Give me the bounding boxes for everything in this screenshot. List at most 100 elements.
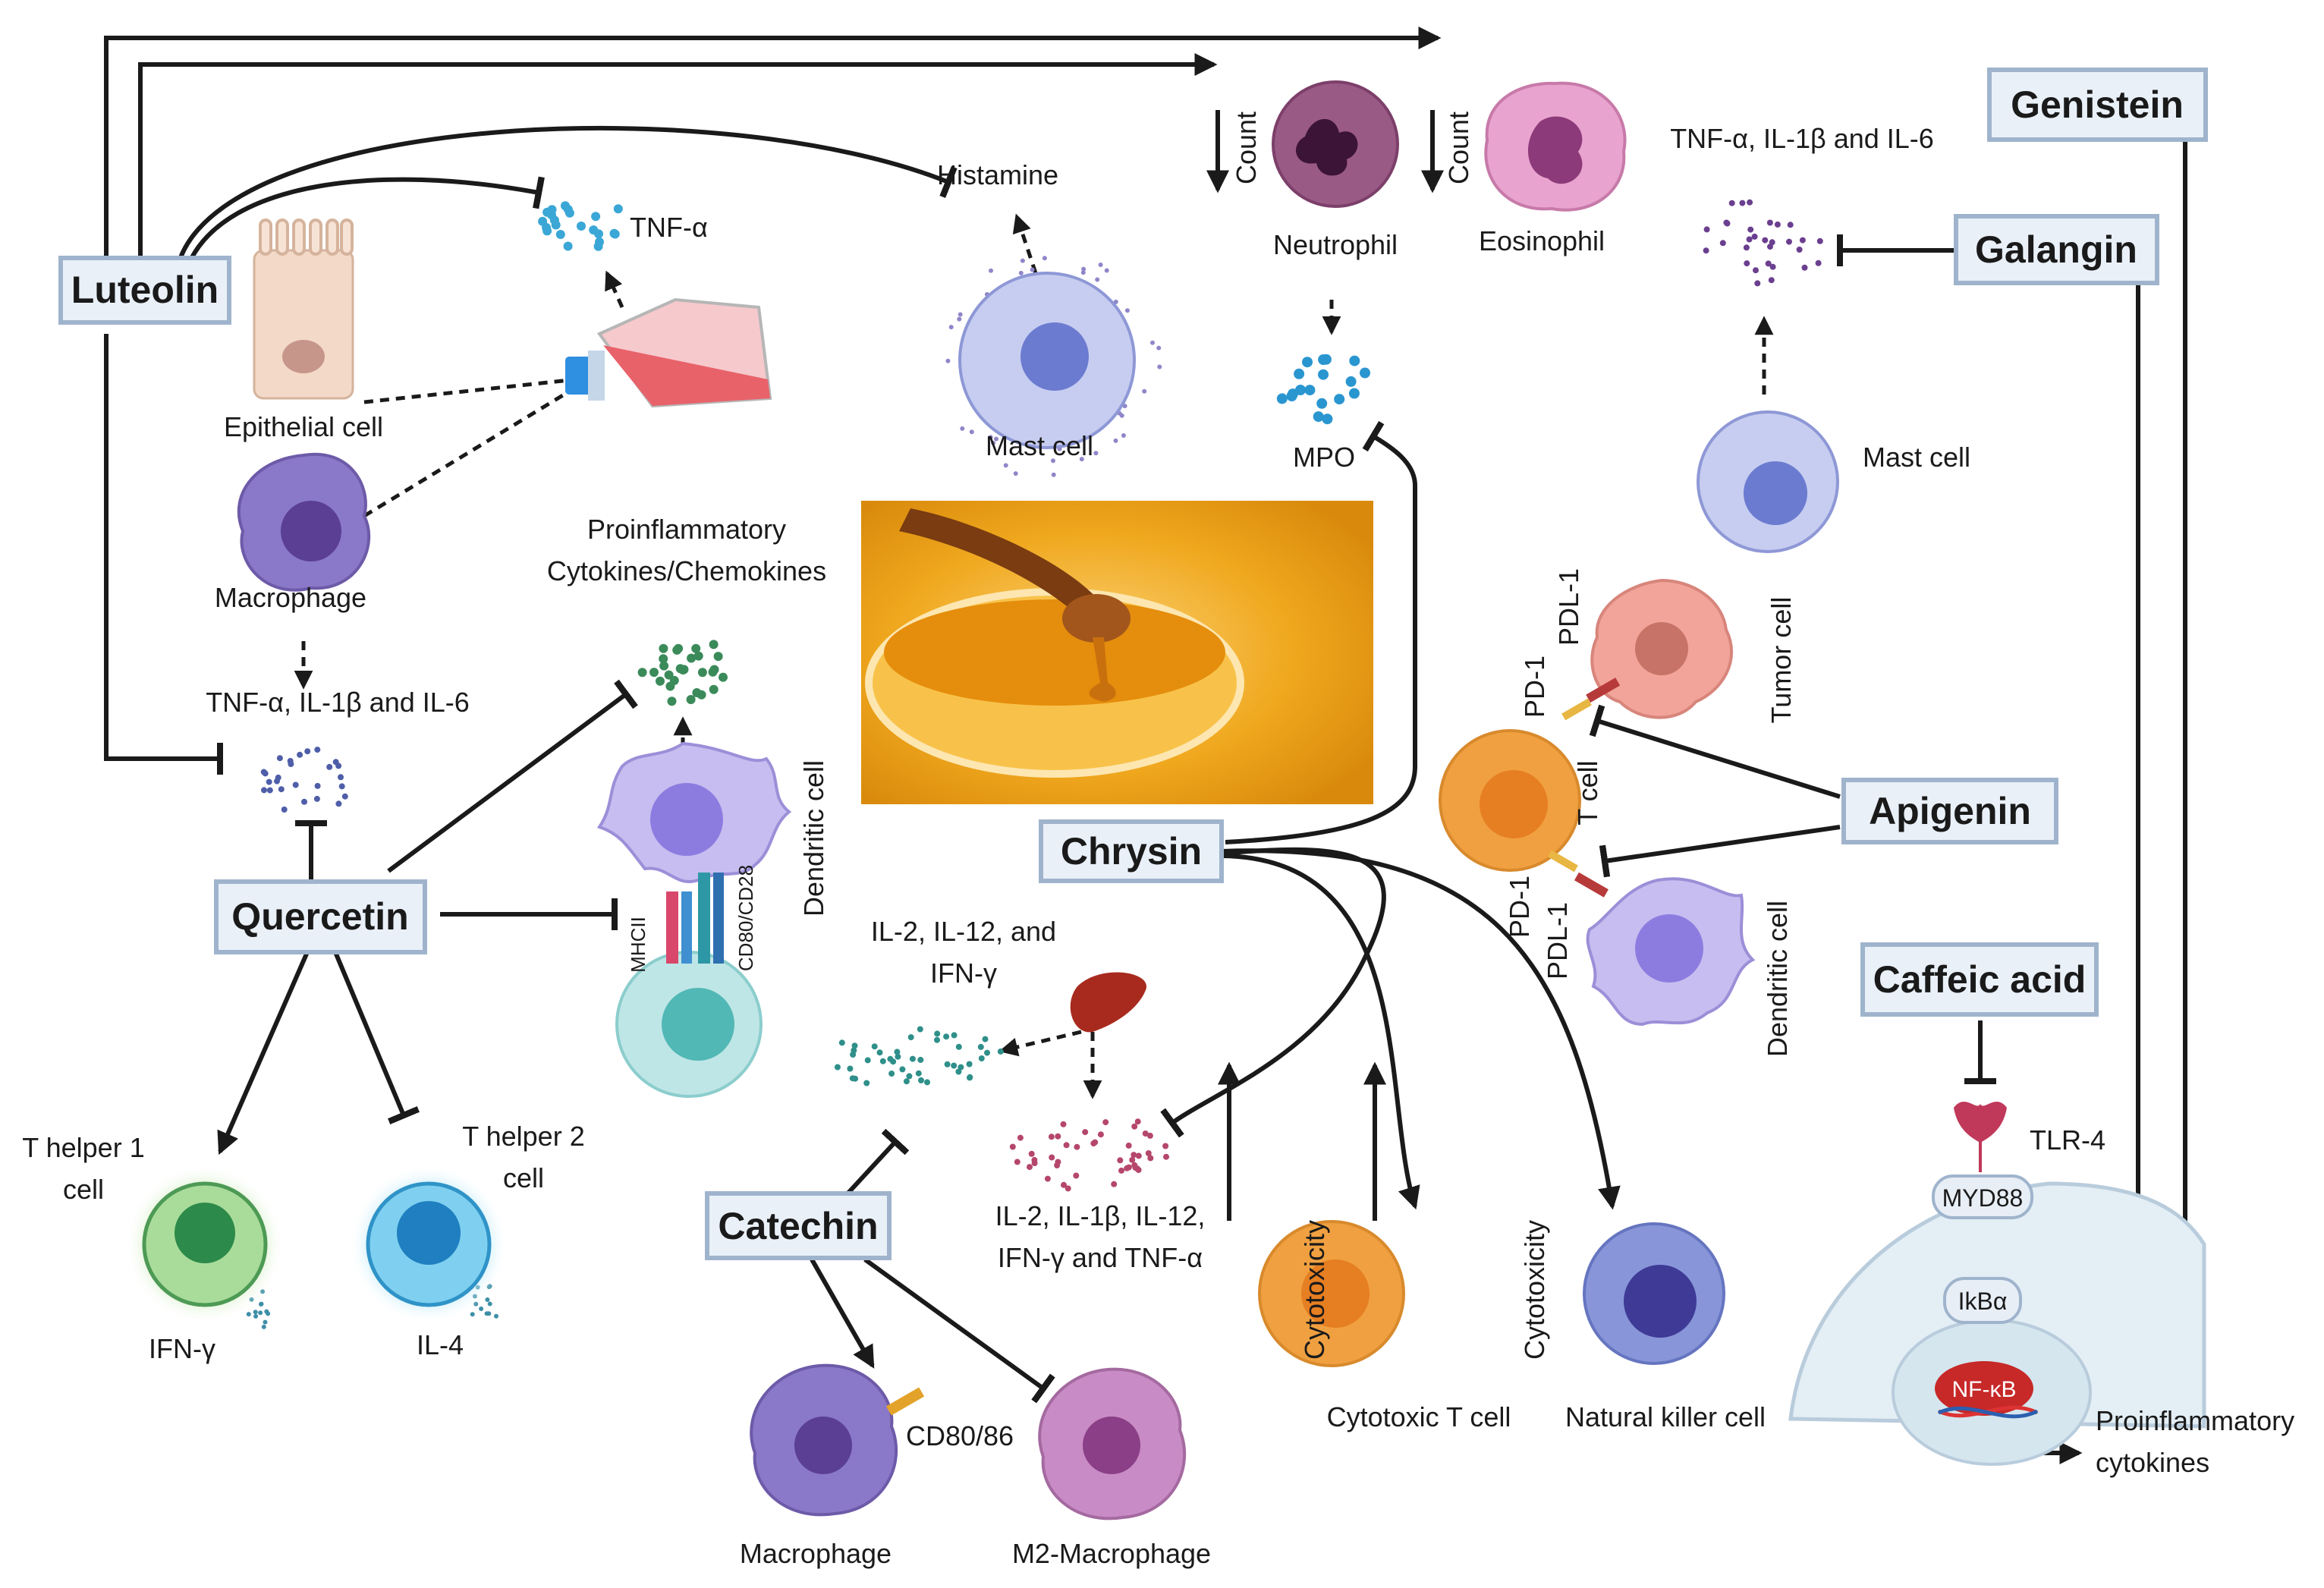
cytokine-dot	[338, 783, 345, 790]
cytokine-dot	[591, 212, 601, 222]
macrophage-bottom-icon	[750, 1363, 925, 1517]
t-cell-icon	[1439, 729, 1581, 872]
cytokine-dot	[915, 1070, 922, 1077]
cytokine-dot	[1765, 260, 1772, 267]
tnf-il1-il6-right-label: TNF-α, IL-1β and IL-6	[1670, 123, 1934, 154]
cytokine-dot	[1104, 268, 1109, 273]
eosinophil-icon	[1484, 81, 1627, 212]
cytokine-dot	[1061, 1181, 1067, 1188]
cytokine-dot	[1042, 256, 1047, 261]
cytokine-dot	[659, 654, 668, 664]
cytokine-dot	[1799, 237, 1806, 244]
cytokine-dot	[494, 1313, 498, 1319]
cytokine-dot	[1118, 1167, 1124, 1174]
cytokine-dot	[951, 1032, 958, 1039]
cytokine-dot	[1134, 1165, 1140, 1172]
natural-killer-cell-label: Natural killer cell	[1565, 1401, 1766, 1432]
cytokine-dot	[693, 651, 703, 661]
cytokine-dot	[948, 325, 954, 330]
cytokine-dot	[1345, 376, 1357, 387]
cytokine-dot	[834, 1064, 841, 1071]
cytokine-dot	[1027, 1164, 1033, 1171]
cytokine-dot	[1786, 238, 1792, 245]
tumor-cell-label: Tumor cell	[1766, 597, 1797, 724]
cytokine-dot	[1065, 1185, 1071, 1192]
pdl1-top-label: PDL-1	[1553, 568, 1584, 646]
cytokine-dot	[1766, 219, 1773, 226]
cytotoxicity-label-1: Cytotoxicity	[1299, 1220, 1330, 1360]
pdl1-bottom-label: PDL-1	[1542, 902, 1573, 980]
catechin-box: Catechin	[705, 1191, 892, 1260]
cytokine-dot	[1055, 1133, 1061, 1140]
cytokine-dot	[1020, 258, 1025, 263]
cytokine-dot	[1774, 221, 1781, 228]
myd88-box	[1932, 1174, 2033, 1219]
cytokine-dot	[1769, 239, 1775, 246]
cytokine-dot	[1747, 226, 1754, 233]
honey-image	[861, 501, 1373, 804]
cytokine-dot	[1801, 264, 1808, 271]
cd80-cd28-receptor-icon	[698, 873, 724, 964]
t-cell-label: T cell	[1572, 760, 1603, 825]
cytokine-dot	[909, 1055, 916, 1062]
cytokine-dot	[709, 684, 719, 694]
cytokine-dot	[687, 653, 697, 663]
myd88-label: MYD88	[1942, 1184, 2024, 1212]
cytokine-dot	[1080, 270, 1086, 275]
apigenin-label: Apigenin	[1869, 790, 2031, 832]
cytokine-dot	[1163, 1153, 1169, 1160]
cytokine-dot	[1102, 1119, 1109, 1126]
cytokine-dot	[1746, 236, 1753, 243]
cytokine-dot	[1156, 345, 1162, 351]
cytokine-dot	[326, 763, 333, 770]
caffeic-acid-box: Caffeic acid	[1860, 942, 2099, 1017]
cytokine-dot	[1334, 394, 1345, 405]
cytokine-dot	[263, 1319, 268, 1325]
il2-il12-ifn-label-line1: IL-2, IL-12, and	[871, 916, 1056, 947]
il4-label: IL-4	[417, 1329, 464, 1360]
cell-culture-flask-icon	[565, 297, 772, 408]
cytokine-dot	[977, 1043, 984, 1050]
cytokine-dot	[978, 1055, 985, 1061]
cytokine-dot	[1768, 277, 1775, 284]
cytokine-dot	[1051, 472, 1056, 477]
cytokine-dot	[274, 778, 280, 785]
cytokine-dot	[955, 1068, 962, 1075]
cytokine-dot	[1111, 1181, 1118, 1187]
dendritic-cell-center-label: Dendritic cell	[798, 760, 829, 917]
mast-cell-left-icon	[958, 272, 1136, 449]
count-label-neutrophil: Count	[1231, 112, 1262, 184]
proinflammatory-cytokines-label-line2: cytokines	[2096, 1447, 2209, 1478]
cytokine-dot	[1081, 266, 1087, 272]
cytokine-dot	[871, 1043, 878, 1050]
cytokine-dot	[610, 229, 620, 239]
cytokine-dot	[1113, 438, 1118, 443]
pd1-pdl1-top-icon	[1561, 678, 1621, 721]
cytokine-dot	[1117, 1157, 1124, 1164]
cytokine-dot	[1049, 1154, 1055, 1161]
cytokine-dot	[281, 807, 288, 813]
chrysin-box: Chrysin	[1039, 819, 1224, 883]
cytokine-dot	[1017, 1134, 1024, 1141]
cytokine-dot	[332, 759, 339, 766]
cytokine-dot	[613, 204, 623, 214]
proinflammatory-label-line1: Proinflammatory	[587, 514, 786, 545]
cytokine-dot	[260, 769, 267, 775]
cytokine-dot	[1360, 367, 1370, 379]
cytokine-dot	[479, 1307, 484, 1311]
cytokine-dot	[686, 695, 696, 704]
mhcii-label: MHCII	[627, 917, 649, 973]
cytokine-dot	[1304, 385, 1316, 396]
cytokine-dot	[649, 668, 659, 678]
cytokine-dot	[917, 1026, 923, 1033]
cytokine-dot	[1302, 357, 1313, 368]
il2-il1b-il12-label-line2: IFN-γ and TNF-α	[998, 1242, 1203, 1273]
spleen-icon	[1070, 972, 1146, 1033]
cytokine-dot	[1762, 237, 1769, 244]
cytokine-dot	[850, 1052, 857, 1058]
cytokine-dot	[667, 697, 677, 706]
macrophage-bottom-label: Macrophage	[740, 1538, 892, 1569]
natural-killer-cell-icon	[1583, 1222, 1725, 1365]
m2-macrophage-label: M2-Macrophage	[1012, 1538, 1211, 1569]
cytokine-dot	[595, 237, 604, 247]
